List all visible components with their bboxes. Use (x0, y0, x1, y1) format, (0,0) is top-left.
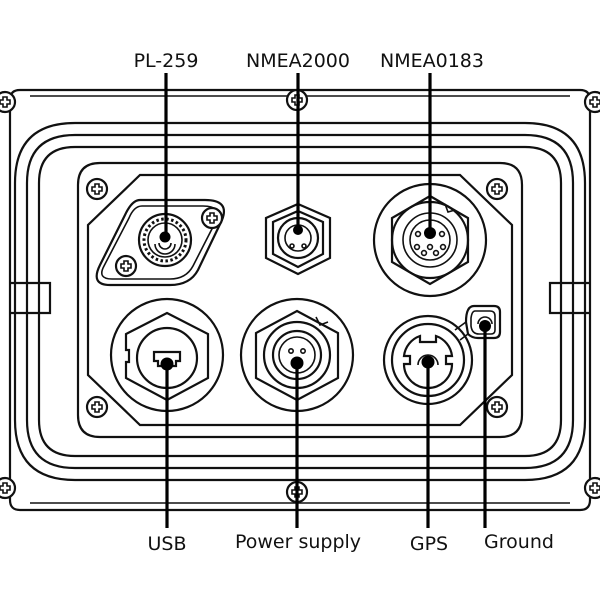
screw-icon (114, 254, 138, 278)
screw-icon (200, 206, 224, 230)
labels: PL-259 NMEA2000 NMEA0183 USB Power suppl… (134, 50, 554, 555)
gps-connector (382, 314, 474, 406)
label-gps: GPS (410, 533, 448, 555)
screw-icon (85, 177, 109, 201)
label-pl259: PL-259 (134, 50, 199, 72)
label-usb: USB (147, 533, 186, 555)
screw-icon (485, 395, 509, 419)
screw-icon (85, 395, 109, 419)
screw-icon (583, 476, 600, 500)
ground-terminal (454, 304, 502, 341)
label-power-supply: Power supply (235, 531, 361, 553)
label-nmea0183: NMEA0183 (380, 50, 484, 72)
label-ground: Ground (484, 531, 554, 553)
screw-icon (485, 177, 509, 201)
screw-icon (583, 90, 600, 114)
leader-lines (164, 73, 487, 528)
pl259-connector (95, 198, 226, 287)
label-nmea2000: NMEA2000 (246, 50, 350, 72)
screw-icon (0, 476, 17, 500)
housing-screws (0, 88, 600, 504)
screw-icon (0, 90, 17, 114)
